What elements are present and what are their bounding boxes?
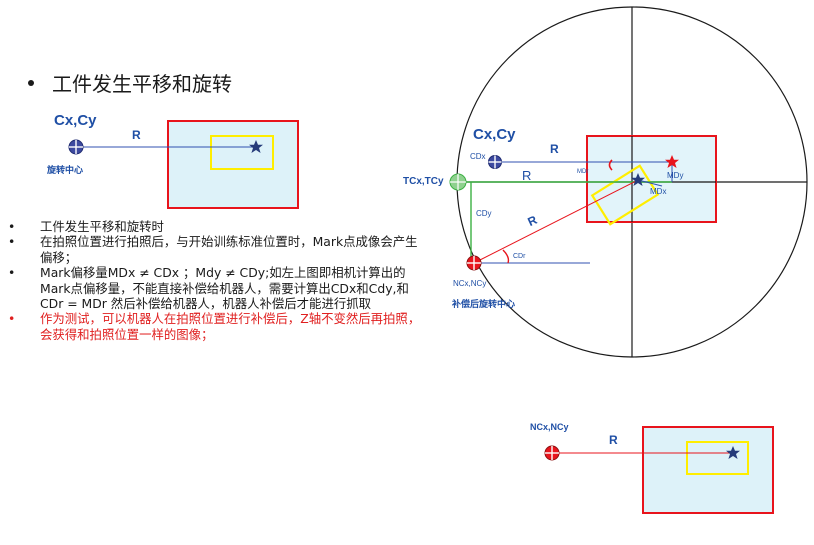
left-figure: Cx,Cy R 旋转中心: [46, 112, 299, 209]
mdr-angle-arc: [608, 159, 613, 171]
bottom-center-icon: [544, 445, 560, 461]
diagonal-radius-label: R: [525, 213, 539, 229]
mdy-label: MDy: [667, 171, 683, 180]
bottom-camera-field: [642, 426, 774, 514]
left-mark-box: [210, 135, 274, 170]
slide-title-text: 工件发生平移和旋转: [52, 72, 232, 96]
bullet-list: 工件发生平移和旋转时 在拍照位置进行拍照后，与开始训练标准位置时，Mark点成像…: [8, 219, 426, 342]
tool-center-label: TCx,TCy: [403, 176, 444, 187]
bottom-radius-label: R: [609, 433, 618, 447]
rotated-mark-box: [590, 164, 660, 226]
left-rotation-center-icon: [68, 139, 84, 155]
new-radius-line: [473, 179, 639, 264]
camera-center-icon: [488, 155, 502, 169]
right-camera-field: [586, 135, 717, 223]
tool-center-icon: [449, 173, 467, 191]
cdy-label: CDy: [476, 209, 492, 218]
left-rotation-center-label: 旋转中心: [46, 164, 83, 175]
cdr-angle-arc: [502, 249, 510, 264]
left-center-label: Cx,Cy: [54, 112, 97, 129]
slide-title: 工件发生平移和旋转: [28, 68, 232, 97]
bullet-dot: [28, 79, 34, 86]
mdx-label: MDx: [650, 187, 666, 196]
top-radius-label: R: [550, 142, 559, 156]
bullet-item-3: Mark偏移量MDx ≠ CDx ；Mdy ≠ CDy;如左上图即相机计算出的M…: [8, 265, 426, 311]
bullet-item-4: 作为测试，可以机器人在拍照位置进行补偿后，Z轴不变然后再拍照，会获得和拍照位置一…: [8, 311, 426, 342]
right-figure: Cx,Cy CDx R TCx,TCy R MDr MDy MDx CDy R …: [403, 6, 808, 358]
middle-radius-label: R: [522, 168, 531, 183]
compensated-center-label: 补偿后旋转中心: [451, 298, 515, 309]
new-center-label: NCx,NCy: [453, 279, 486, 288]
mdx-line: [637, 179, 663, 187]
left-camera-field: [167, 120, 299, 209]
cdx-label: CDx: [470, 152, 486, 161]
bottom-mark-box: [686, 441, 749, 475]
cdr-label: CDr: [513, 253, 526, 260]
bottom-center-label: NCx,NCy: [530, 422, 569, 432]
compensated-center-icon: [466, 255, 482, 271]
right-center-label: Cx,Cy: [473, 126, 516, 143]
left-radius-label: R: [132, 128, 141, 142]
bottom-figure: NCx,NCy R: [530, 422, 774, 514]
bullet-item-2: 在拍照位置进行拍照后，与开始训练标准位置时，Mark点成像会产生偏移；: [8, 234, 426, 265]
mdr-label: MDr: [577, 169, 588, 175]
bullet-item-1: 工件发生平移和旋转时: [8, 219, 426, 235]
